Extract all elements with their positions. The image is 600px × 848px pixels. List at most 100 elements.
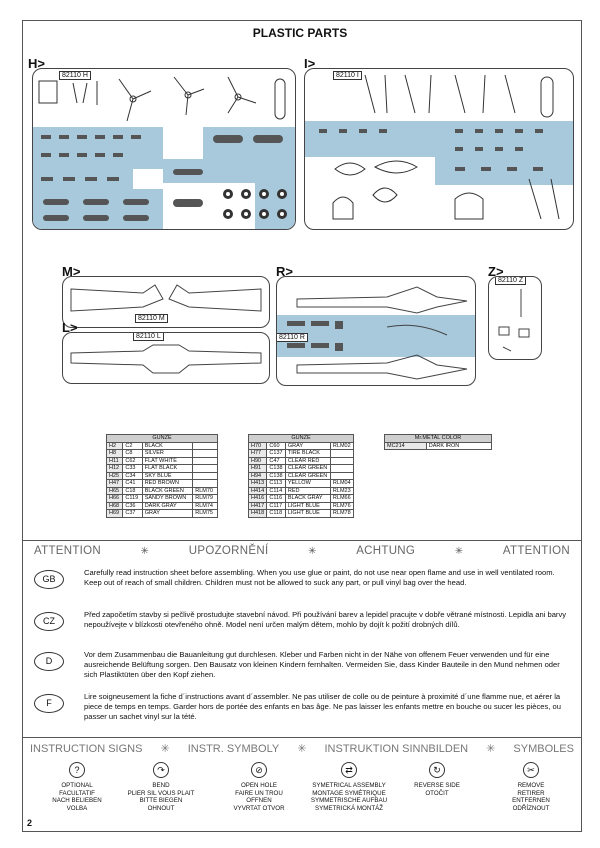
gunze-table-1-cell: C119 xyxy=(122,494,143,503)
instruction-sign-label: RETIRER xyxy=(517,789,545,797)
instruction-sign-label: MONTAGE SYMÉTRIQUE xyxy=(312,789,386,797)
gunze-table-2-cell: C138 xyxy=(266,464,286,473)
star-icon: ✳ xyxy=(486,743,496,755)
warning-block-gb: GB Carefully read instruction sheet befo… xyxy=(34,568,574,589)
gunze-table-2-cell: H413 xyxy=(247,479,268,488)
gunze-table-2-cell: TIRE BLACK xyxy=(284,449,331,458)
sprue-z-code: 82110 Z xyxy=(495,277,527,285)
sprue-l-frame: 82110 L xyxy=(62,332,270,384)
gunze-table-2-header: GUNZE xyxy=(248,434,354,443)
star-icon: ✳ xyxy=(297,743,307,755)
gunze-table-1-cell: C34 xyxy=(122,471,143,480)
sprue-h-blue-area xyxy=(33,169,133,189)
gunze-table-1-cell: C37 xyxy=(122,509,143,518)
sprue-m-code: 82110 M xyxy=(135,314,168,323)
remove-icon: ✂ xyxy=(523,762,539,778)
sprue-m-label: M> xyxy=(62,264,81,279)
gunze-table-1-cell: H69 xyxy=(105,509,124,518)
gunze-table-1-cell xyxy=(192,456,218,465)
gunze-table-2-cell: RLM23 xyxy=(329,486,355,495)
gunze-table-2-cell: H414 xyxy=(247,486,268,495)
gunze-table-2-cell: H91 xyxy=(247,464,268,473)
sprue-h-frame: 82110 H xyxy=(32,68,296,230)
symmetrical-icon: ⇄ xyxy=(341,762,357,778)
gunze-table-1-cell: RLM74 xyxy=(192,501,218,510)
gunze-table-2-cell: RLM66 xyxy=(329,494,355,503)
gunze-table-2-cell: H94 xyxy=(247,471,268,480)
gunze-table-1-cell: RLM70 xyxy=(192,486,218,495)
sprue-l-code: 82110 L xyxy=(133,333,164,341)
sprue-m-frame: 82110 M xyxy=(62,276,270,328)
gunze-table-2-cell: GRAY xyxy=(284,441,331,450)
gunze-table-2-cell: RED xyxy=(284,486,331,495)
gunze-table-2-cell: CLEAR RED xyxy=(284,456,331,465)
gunze-table-1-cell: FLAT WHITE xyxy=(141,456,194,465)
gunze-table-1-cell: RLM75 xyxy=(192,509,218,518)
gunze-table-2-cell xyxy=(329,456,355,465)
sprue-i-code: 82110 I xyxy=(333,71,362,80)
gunze-table-1-cell xyxy=(192,441,218,450)
gunze-table-1-cell: H8 xyxy=(105,449,124,458)
instruction-sign-label: BEND xyxy=(152,782,170,789)
gunze-table-1-cell: C41 xyxy=(122,479,143,488)
gunze-table-2-cell: C47 xyxy=(266,456,286,465)
gunze-table-1-cell: RLM79 xyxy=(192,494,218,503)
gunze-table-1-cell: SKY BLUE xyxy=(141,471,194,480)
sprue-r-parts xyxy=(287,286,468,380)
sprue-l-label: L> xyxy=(62,320,78,335)
instruction-sign-label: ODŘÍZNOUT xyxy=(512,804,550,812)
star-icon: ✳ xyxy=(140,545,150,557)
signs-heading-fr: SYMBOLES xyxy=(513,742,574,755)
gunze-table-2-cell: CLEAR GREEN xyxy=(284,464,331,473)
gunze-table-1-cell: H65 xyxy=(105,486,124,495)
gunze-table-2-cell: H418 xyxy=(247,509,268,518)
drill-icon: ⊘ xyxy=(251,762,267,778)
sprue-h-parts xyxy=(38,76,287,221)
page-title: PLASTIC PARTS xyxy=(252,26,348,40)
warning-text-gb: Carefully read instruction sheet before … xyxy=(84,568,555,587)
lang-badge-cz: CZ xyxy=(34,612,64,631)
sprue-m-parts xyxy=(70,284,262,312)
gunze-table-1-cell xyxy=(192,464,218,473)
gunze-table-1-cell: C62 xyxy=(122,456,143,465)
gunze-table-1-cell: GRAY xyxy=(141,509,194,518)
gunze-table-1-cell: H12 xyxy=(105,464,124,473)
gunze-table-1-cell: RED BROWN xyxy=(141,479,194,488)
gunze-table-1-cell: SANDY BROWN xyxy=(141,494,194,503)
attention-heading-en: ATTENTION xyxy=(34,545,102,557)
gunze-table-2-cell: H70 xyxy=(247,441,268,450)
sprue-r-code: 82110 R xyxy=(277,333,308,342)
gunze-table-2-cell: RLM04 xyxy=(329,479,355,488)
gunze-table-2-cell: CLEAR GREEN xyxy=(284,471,331,480)
star-icon: ✳ xyxy=(454,545,464,557)
sprue-r-blue-area xyxy=(277,315,475,357)
instruction-sign-label: OPTIONAL xyxy=(61,782,93,789)
gunze-table-2-cell: C137 xyxy=(266,449,286,458)
question-icon: ? xyxy=(69,762,85,778)
gunze-table-1-cell: FLAT BLACK xyxy=(141,464,194,473)
sprue-i-label: I> xyxy=(304,56,316,71)
warning-block-cz: CZ Před započetím stavby si pečlivě pros… xyxy=(34,610,574,631)
gunze-table-2-cell: C60 xyxy=(266,441,286,450)
instruction-sign-label: FAIRE UN TROU xyxy=(235,789,283,797)
gunze-table-1-cell: H2 xyxy=(105,441,124,450)
gunze-table-2-cell: LIGHT BLUE xyxy=(284,509,331,518)
sprue-z-frame: 82110 Z xyxy=(488,276,542,360)
sprue-r-label: R> xyxy=(276,264,293,279)
instruction-sign-label: PLIER SIL VOUS PLAIT xyxy=(127,789,195,797)
star-icon: ✳ xyxy=(160,743,170,755)
